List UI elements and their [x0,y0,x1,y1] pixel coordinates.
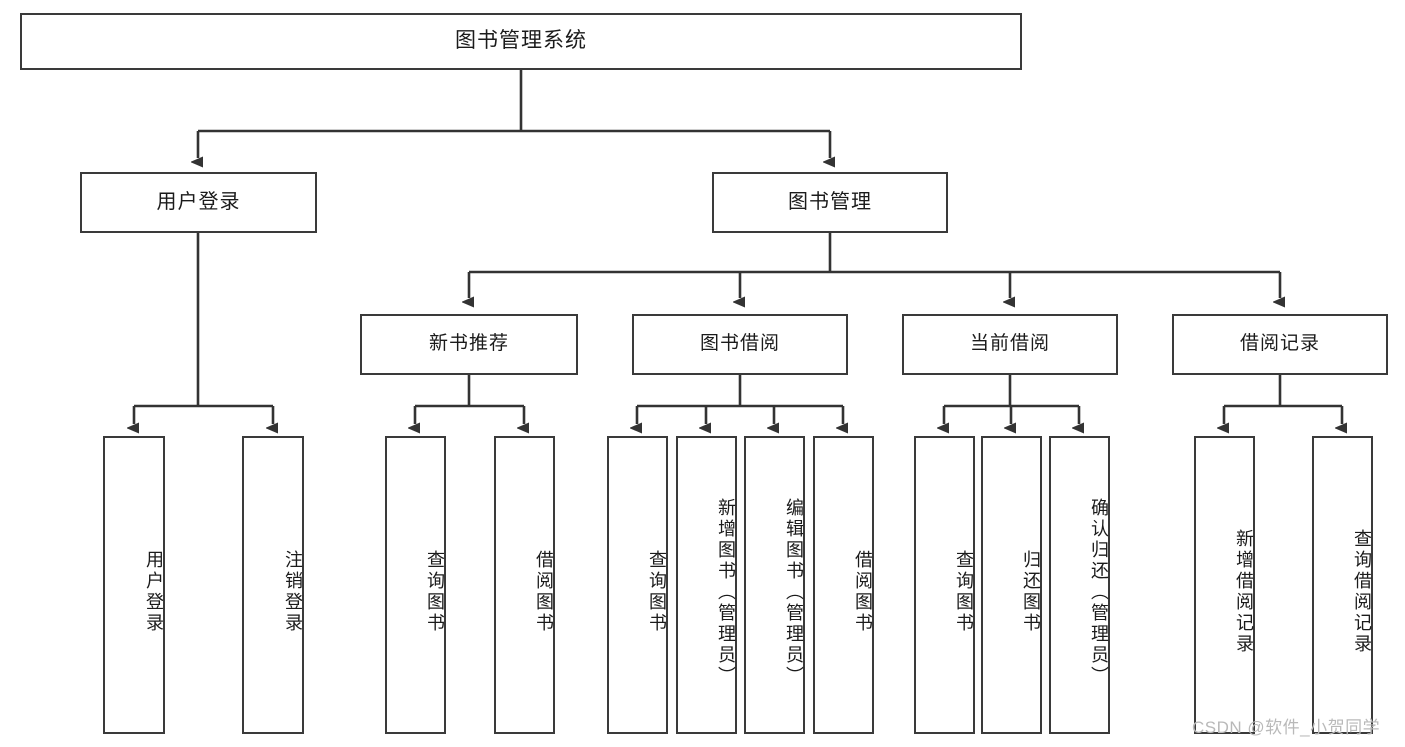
node-borrow-record[interactable]: 借阅记录 [1172,314,1388,375]
leaf-current-borrow-confirm-return[interactable]: 确认归还（管理员） [1049,436,1110,734]
node-user-login[interactable]: 用户登录 [80,172,317,233]
leaf-book-borrow-query[interactable]: 查询图书 [607,436,668,734]
node-book-management[interactable]: 图书管理 [712,172,948,233]
leaf-book-borrow-edit[interactable]: 编辑图书（管理员） [744,436,805,734]
leaf-user-login-login[interactable]: 用户登录 [103,436,165,734]
node-book-borrow[interactable]: 图书借阅 [632,314,848,375]
watermark-text: CSDN @软件_小贺同学 [1192,718,1381,737]
leaf-borrow-record-query[interactable]: 查询借阅记录 [1312,436,1373,734]
leaf-new-book-borrow[interactable]: 借阅图书 [494,436,555,734]
leaf-user-login-logout[interactable]: 注销登录 [242,436,304,734]
leaf-book-borrow-lend[interactable]: 借阅图书 [813,436,874,734]
node-new-book-recommend[interactable]: 新书推荐 [360,314,578,375]
leaf-new-book-query[interactable]: 查询图书 [385,436,446,734]
leaf-current-borrow-return[interactable]: 归还图书 [981,436,1042,734]
leaf-borrow-record-add[interactable]: 新增借阅记录 [1194,436,1255,734]
node-current-borrow[interactable]: 当前借阅 [902,314,1118,375]
leaf-current-borrow-query[interactable]: 查询图书 [914,436,975,734]
leaf-book-borrow-add[interactable]: 新增图书（管理员） [676,436,737,734]
node-root[interactable]: 图书管理系统 [20,13,1022,70]
